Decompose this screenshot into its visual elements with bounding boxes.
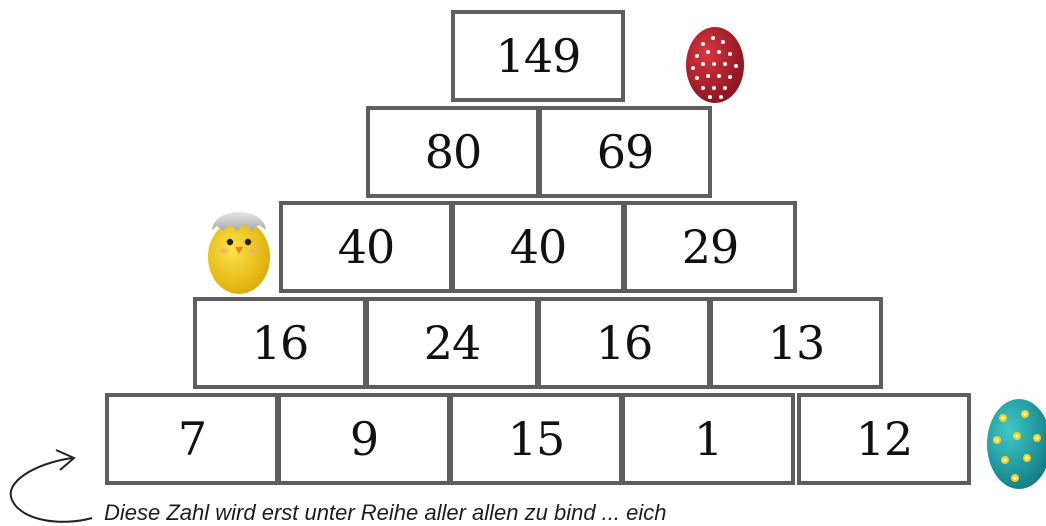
pyramid-cell: 69 — [538, 106, 712, 198]
pyramid-cell-base: 9 — [277, 393, 451, 485]
pyramid-cell: 40 — [279, 201, 453, 293]
pyramid-cell: 16 — [193, 297, 367, 389]
pyramid-cell: 40 — [451, 201, 625, 293]
pyramid-cell: 80 — [366, 106, 540, 198]
pyramid-cell: 13 — [709, 297, 883, 389]
pyramid-cell: 29 — [623, 201, 797, 293]
pyramid-cell-top: 149 — [451, 10, 625, 102]
pyramid-cell-base: 12 — [797, 393, 971, 485]
instruction-text: Diese Zahl wird erst unter Reihe aller a… — [104, 500, 667, 526]
teal-flower-egg-icon — [985, 396, 1046, 492]
pyramid-cell-base: 1 — [621, 393, 795, 485]
pyramid-cell: 16 — [537, 297, 711, 389]
red-polka-dot-egg-icon — [683, 22, 747, 104]
pyramid-cell: 24 — [365, 297, 539, 389]
pyramid-cell-base: 15 — [449, 393, 623, 485]
hatching-chick-icon — [204, 200, 274, 296]
pyramid-cell-base: 7 — [105, 393, 279, 485]
curved-arrow-icon — [4, 440, 104, 526]
